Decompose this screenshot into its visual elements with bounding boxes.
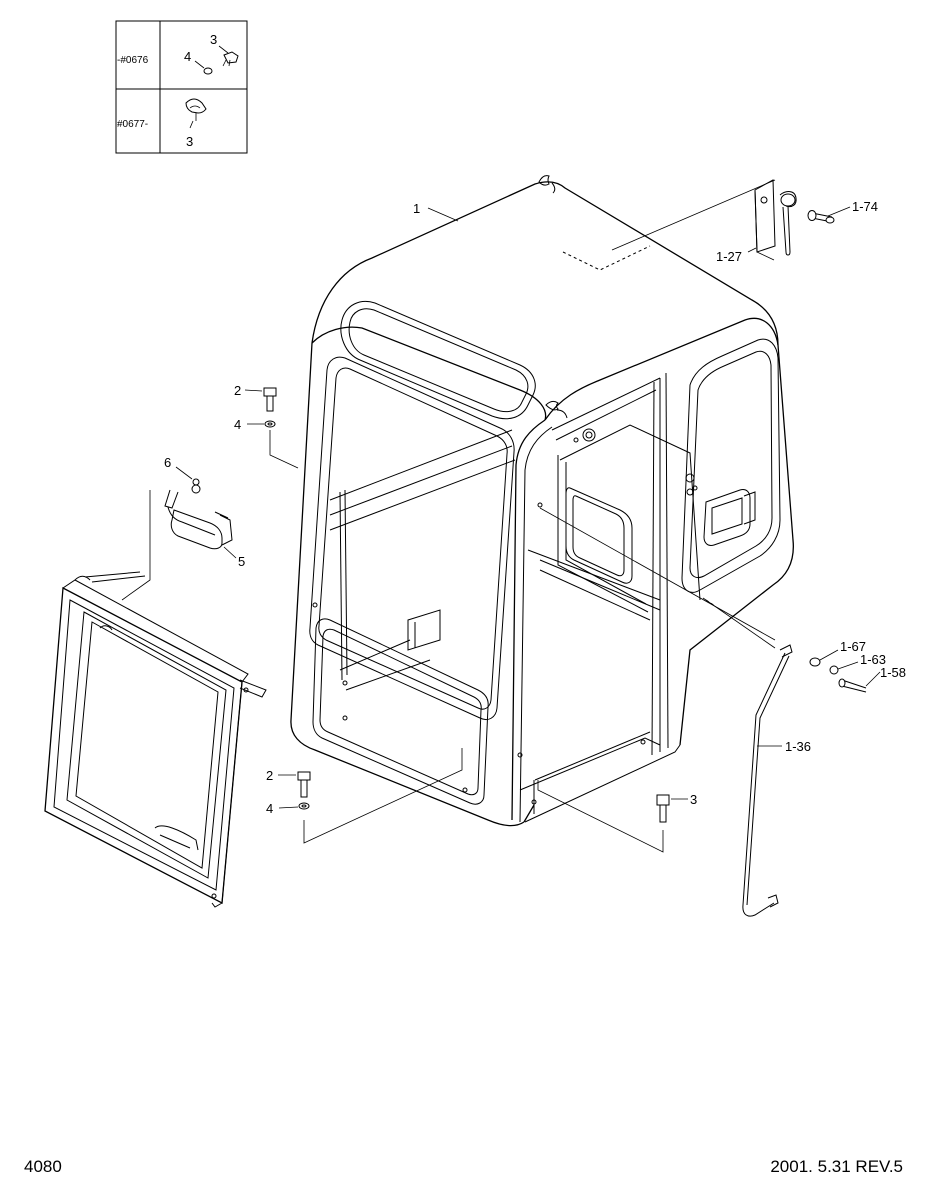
callout-2-upper: 2 xyxy=(234,383,241,398)
bolt-upper-left xyxy=(263,387,299,469)
svg-text:3: 3 xyxy=(210,32,217,47)
callout-4-upper: 4 xyxy=(234,417,241,432)
side-window-frame xyxy=(44,571,267,908)
callout-1: 1 xyxy=(413,201,420,216)
bolt-lower-right xyxy=(537,780,670,853)
revision-date: 2001. 5.31 REV.5 xyxy=(770,1157,903,1176)
callout-4-lower: 4 xyxy=(266,801,273,816)
serial-range-2: #0677- xyxy=(117,119,148,130)
callout-5: 5 xyxy=(238,554,245,569)
callout-3: 3 xyxy=(690,792,697,807)
svg-text:4: 4 xyxy=(184,49,191,64)
rod-assembly xyxy=(539,507,867,917)
mirror-assembly xyxy=(121,478,233,601)
bolt-washer-detail-new: 3 xyxy=(185,98,207,149)
callout-1-67: 1-67 xyxy=(840,639,866,654)
callout-1-27: 1-27 xyxy=(716,249,742,264)
bolt-washer-detail-old: 3 4 xyxy=(184,32,239,75)
handle-assembly xyxy=(611,179,835,261)
callout-1-63: 1-63 xyxy=(860,652,886,667)
callout-2-lower: 2 xyxy=(266,768,273,783)
callout-1-36: 1-36 xyxy=(785,739,811,754)
bolt-lower-left xyxy=(297,748,463,844)
callout-6: 6 xyxy=(164,455,171,470)
callout-labels: 1 1-74 1-27 2 4 6 5 1-67 1-63 1-58 1-36 … xyxy=(164,199,906,816)
svg-text:3: 3 xyxy=(186,134,193,149)
serial-table: -#0676 #0677- 3 4 3 xyxy=(115,20,248,154)
leader-lines xyxy=(175,206,881,809)
callout-1-74: 1-74 xyxy=(852,199,878,214)
cab-frame xyxy=(290,175,794,827)
serial-range-1: -#0676 xyxy=(117,55,149,66)
page-number: 4080 xyxy=(24,1157,62,1176)
callout-1-58: 1-58 xyxy=(880,665,906,680)
